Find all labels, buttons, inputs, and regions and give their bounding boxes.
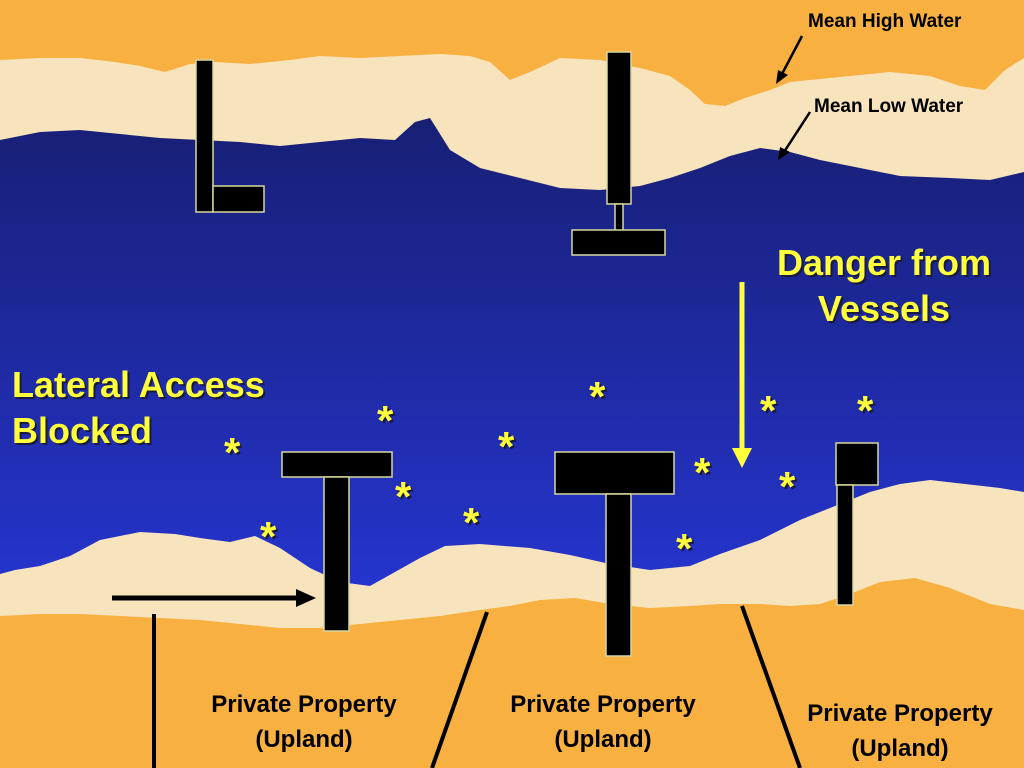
property-3-line-1: Private Property xyxy=(807,700,993,727)
top-upland xyxy=(0,0,1024,106)
lateral-access-arrow xyxy=(112,589,316,607)
property-1-line-2: (Upland) xyxy=(255,725,353,753)
hazard-star: * xyxy=(260,513,277,560)
property-boundary-line-2 xyxy=(430,611,489,768)
danger-arrow xyxy=(732,282,752,468)
t-shaped-pier-bottom-left xyxy=(281,451,393,632)
property-2-line-1: Private Property xyxy=(510,691,696,718)
hazard-star: * xyxy=(760,387,777,434)
t-shaped-pier-top xyxy=(571,51,666,256)
mean-high-water-label: Mean High Water xyxy=(808,11,962,32)
hazard-star: * xyxy=(377,397,394,444)
lateral-access-blocked-label: Lateral Access Blocked xyxy=(12,362,265,454)
property-1-line-1: Private Property xyxy=(211,691,397,718)
hazard-star: * xyxy=(395,473,412,520)
private-property-label-1: Private Property (Upland) xyxy=(174,688,434,758)
hazard-star: * xyxy=(463,499,480,546)
hazard-star: * xyxy=(498,423,515,470)
property-boundary-line-3 xyxy=(740,605,802,768)
bottom-upland xyxy=(0,578,1024,768)
danger-label-line-1: Danger from xyxy=(776,242,992,283)
property-3-line-2: (Upland) xyxy=(851,734,949,762)
hazard-star: * xyxy=(224,429,241,476)
property-2-line-2: (Upland) xyxy=(554,725,652,753)
mean-high-water-pointer xyxy=(776,35,804,84)
danger-label-line-2: Vessels xyxy=(817,288,951,330)
hazard-star: * xyxy=(857,387,874,434)
lateral-label-line-1: Lateral Access xyxy=(12,364,265,405)
mean-low-water-label: Mean Low Water xyxy=(814,96,964,117)
hazard-star: * xyxy=(676,525,693,572)
l-shaped-pier-top xyxy=(195,59,265,213)
lateral-label-line-2: Blocked xyxy=(12,410,153,452)
t-shaped-pier-bottom-center xyxy=(554,451,675,657)
danger-from-vessels-label: Danger from Vessels xyxy=(750,240,1018,332)
hazard-star: * xyxy=(694,449,711,496)
private-property-label-2: Private Property (Upland) xyxy=(473,688,733,758)
mean-low-water-pointer xyxy=(778,111,812,160)
pier-bottom-right xyxy=(835,442,879,606)
hazard-star: * xyxy=(589,373,606,420)
private-property-label-3: Private Property (Upland) xyxy=(770,697,1024,767)
hazard-star: * xyxy=(779,463,796,510)
